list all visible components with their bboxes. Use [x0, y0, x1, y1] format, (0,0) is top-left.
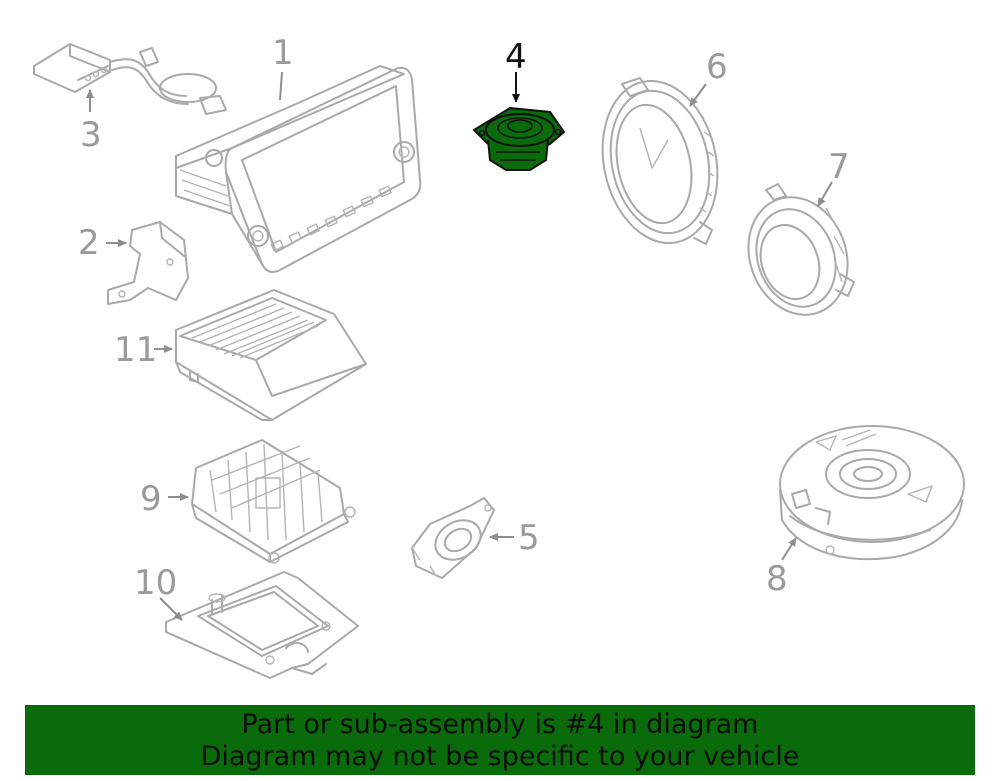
banner-line-1: Part or sub-assembly is #4 in diagram [241, 709, 759, 740]
part-5-speaker-small [411, 497, 495, 579]
banner-line-2: Diagram may not be specific to your vehi… [200, 741, 800, 772]
part-3-harness [33, 43, 227, 115]
part-11-amplifier [175, 289, 367, 421]
leader-lines [86, 71, 833, 621]
part-7-speaker [747, 183, 855, 316]
part-4-tweeter-highlighted [472, 106, 566, 171]
leader-7 [817, 181, 833, 207]
parts-diagram: 1 2 3 4 5 6 7 8 9 10 11 [33, 33, 965, 679]
callout-1: 1 [272, 33, 294, 73]
part-2-bracket [107, 221, 189, 305]
callout-2: 2 [78, 223, 100, 263]
leader-8 [781, 537, 797, 561]
callout-6: 6 [706, 47, 728, 87]
info-banner: Part or sub-assembly is #4 in diagram Di… [25, 705, 975, 775]
part-8-subwoofer [779, 425, 965, 561]
callout-8: 8 [766, 559, 788, 599]
leader-10 [159, 597, 183, 621]
part-9-control-module [191, 439, 356, 564]
callout-11: 11 [114, 330, 157, 370]
callout-10: 10 [134, 563, 177, 603]
leader-6 [689, 83, 707, 107]
callout-5: 5 [518, 518, 540, 558]
callout-9: 9 [140, 479, 162, 519]
callout-7: 7 [828, 147, 850, 187]
leader-1 [279, 71, 283, 101]
callout-4: 4 [505, 37, 527, 77]
part-1-head-unit [175, 65, 422, 273]
part-10-mount-bracket [165, 571, 359, 679]
callout-3: 3 [80, 115, 102, 155]
part-6-speaker [601, 77, 719, 245]
